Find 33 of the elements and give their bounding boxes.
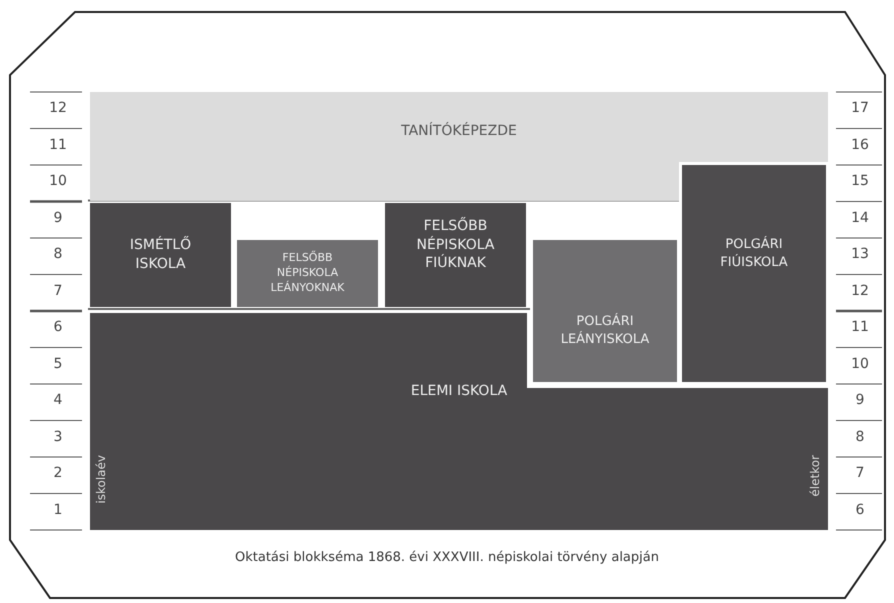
caption: Oktatási blokkséma 1868. évi XXXVIII. népiskolai törvény alapján [234, 550, 660, 565]
training-block: TANÍTÓKÉPEZDE [90, 92, 828, 201]
age-number: 15 [850, 173, 870, 189]
school-year-number: 3 [52, 428, 64, 444]
school-block: POLGÁRI LEÁNYISKOLA [533, 240, 677, 382]
school-year-number: 5 [52, 356, 64, 372]
school-year-number: 7 [52, 282, 64, 298]
age-number: 12 [850, 282, 870, 298]
school-year-number: 12 [48, 100, 68, 116]
age-number: 6 [854, 502, 866, 518]
age-number: 16 [850, 136, 870, 152]
school-block: FELSŐBB NÉPISKOLA FIÚKNAK [385, 203, 526, 307]
axis-title: iskolaév [94, 455, 108, 504]
age-number: 17 [850, 100, 870, 116]
school-block: POLGÁRI FIÚISKOLA [682, 165, 826, 382]
school-year-number: 11 [48, 136, 68, 152]
school-year-number: 10 [48, 173, 68, 189]
school-year-number: 9 [52, 210, 64, 226]
school-year-number: 2 [52, 465, 64, 481]
school-year-number: 8 [52, 246, 64, 262]
school-year-number: 6 [52, 319, 64, 335]
age-number: 9 [854, 392, 866, 408]
age-number: 8 [854, 428, 866, 444]
age-number: 13 [850, 246, 870, 262]
school-year-number: 4 [52, 392, 64, 408]
age-number: 10 [850, 356, 870, 372]
age-number: 7 [854, 465, 866, 481]
school-block: ISMÉTLŐ ISKOLA [90, 203, 231, 307]
school-block: FELSŐBB NÉPISKOLA LEÁNYOKNAK [237, 240, 378, 307]
age-number: 14 [850, 210, 870, 226]
axis-title: életkor [808, 455, 822, 497]
school-year-number: 1 [52, 502, 64, 518]
age-number: 11 [850, 319, 870, 335]
